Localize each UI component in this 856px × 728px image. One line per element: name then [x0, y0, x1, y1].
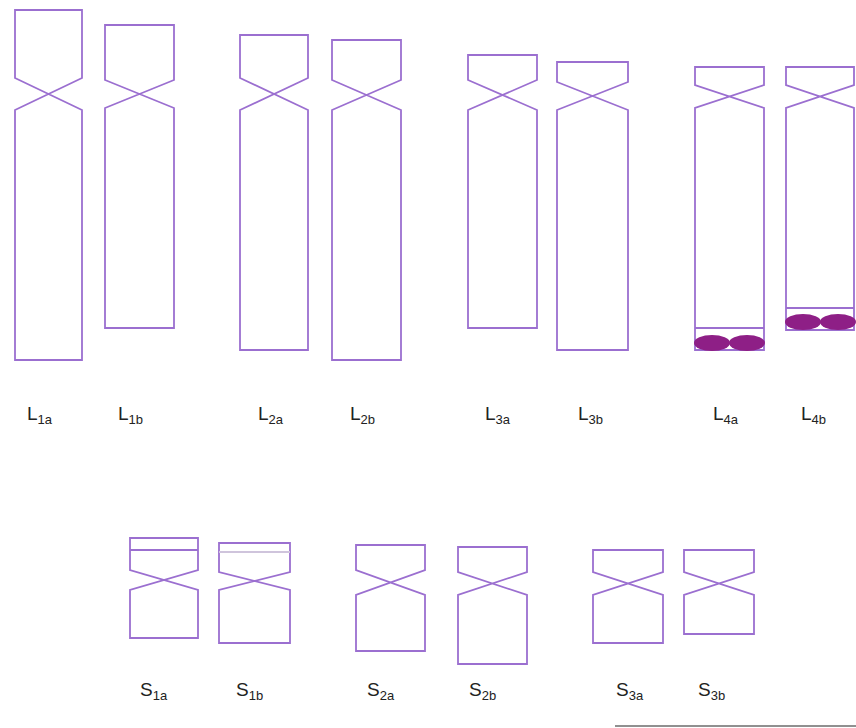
chromosome-label: L2b	[350, 404, 375, 426]
chromosome	[15, 10, 82, 360]
chromosome	[219, 543, 290, 643]
chromosome	[105, 25, 174, 328]
chromosome	[695, 67, 764, 350]
chromosome-label: L1a	[27, 404, 52, 426]
band-line	[130, 549, 198, 551]
band-dot	[820, 314, 856, 330]
chromosome-label: S3a	[616, 680, 643, 702]
chromosome	[332, 40, 401, 360]
chromosome	[458, 547, 527, 664]
chromosome-label: L2a	[258, 404, 283, 426]
chromosome-label: L4b	[801, 404, 826, 426]
chromosome-label: L1b	[118, 404, 143, 426]
chromosome-label: S1b	[236, 680, 263, 702]
chromosome-label: L3b	[578, 404, 603, 426]
chromosome	[786, 67, 854, 330]
band-dot	[694, 335, 730, 351]
band-dot	[785, 314, 821, 330]
chromosome-label: L3a	[485, 404, 510, 426]
chromosome-label: S2a	[367, 680, 394, 702]
band-line	[695, 327, 764, 329]
chromosome-label: S2b	[469, 680, 496, 702]
chromosome-label: S3b	[698, 680, 725, 702]
rule-line	[615, 725, 856, 726]
chromosome	[684, 550, 754, 634]
chromosome-label: L4a	[713, 404, 738, 426]
chromosome	[593, 550, 663, 643]
band-line	[786, 307, 854, 309]
band-line	[219, 551, 290, 553]
chromosome	[130, 538, 198, 638]
chromosome	[468, 55, 537, 328]
band-dot	[729, 335, 765, 351]
chromosome	[356, 545, 425, 651]
chromosome-label: S1a	[140, 680, 167, 702]
chromosome	[557, 62, 628, 350]
chromosome	[240, 35, 308, 350]
